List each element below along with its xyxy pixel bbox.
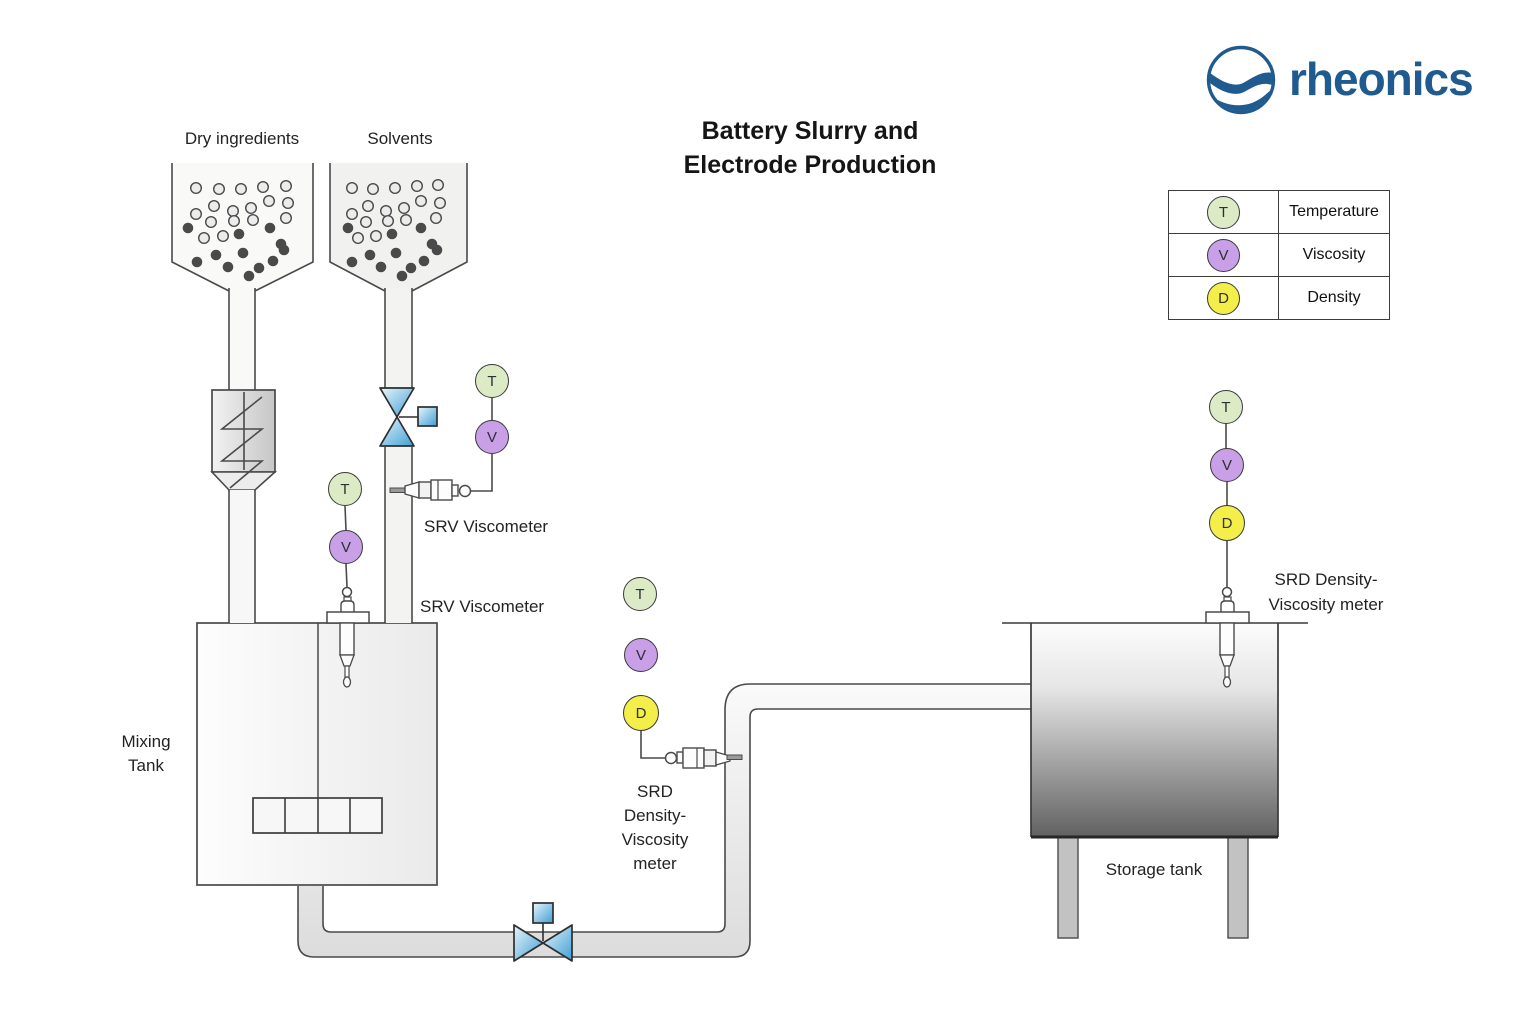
legend-label: Temperature	[1289, 203, 1379, 220]
mixing-tank-label: Mixing Tank	[121, 732, 171, 775]
srd-inline-sensor-icon	[640, 730, 743, 769]
density-badge-icon: D	[623, 695, 659, 731]
srd-tank-sensor-icon	[1205, 424, 1250, 688]
legend-table: T Temperature V Viscosity D Density	[1168, 190, 1390, 320]
solvents-hopper	[329, 163, 468, 623]
rheonics-logo-icon	[1206, 45, 1276, 115]
solvent-valve-icon	[379, 387, 438, 447]
tank-leg	[1227, 836, 1249, 939]
density-badge-icon: D	[1209, 505, 1245, 541]
mixing-tank	[196, 622, 438, 886]
screw-feeder	[210, 389, 278, 623]
srv-inline-sensor-icon	[389, 398, 493, 501]
drain-valve-icon	[513, 902, 573, 962]
legend-label: Density	[1307, 289, 1361, 306]
dry-particles	[182, 179, 295, 282]
legend-label: Viscosity	[1302, 246, 1366, 263]
srv-tank-sensor-icon	[326, 505, 370, 688]
transfer-pipe	[297, 683, 1031, 958]
legend-row-density: D Density	[1169, 276, 1389, 319]
legend-row-temperature: T Temperature	[1169, 191, 1389, 233]
density-symbol-icon: D	[1207, 281, 1240, 315]
solvent-particles	[342, 178, 447, 282]
srv-viscometer-tank-label: SRV Viscometer	[420, 597, 545, 616]
viscosity-badge-icon: V	[624, 638, 658, 672]
legend-row-viscosity: V Viscosity	[1169, 233, 1389, 276]
viscosity-badge-icon: V	[475, 420, 509, 454]
srd-center-label: SRD Density- Viscosity meter	[621, 782, 689, 873]
screw-auger-icon	[219, 392, 265, 489]
temperature-badge-icon: T	[328, 472, 362, 506]
solvents-label: Solvents	[367, 129, 433, 148]
valve-actuator-icon	[417, 406, 438, 427]
viscosity-badge-icon: V	[1210, 448, 1244, 482]
temperature-badge-icon: T	[623, 577, 657, 611]
viscosity-badge-icon: V	[329, 530, 363, 564]
agitator	[252, 623, 383, 834]
storage-tank	[1002, 622, 1308, 939]
temperature-symbol-icon: T	[1207, 195, 1240, 229]
tank-leg	[1057, 836, 1079, 939]
valve-actuator-icon	[532, 902, 554, 924]
temperature-badge-icon: T	[475, 364, 509, 398]
temperature-badge-icon: T	[1209, 390, 1243, 424]
srd-right-label: SRD Density- Viscosity meter	[1268, 570, 1384, 614]
dry-ingredients-hopper	[171, 163, 314, 390]
srv-viscometer-inline-label: SRV Viscometer	[424, 517, 549, 536]
viscosity-symbol-icon: V	[1207, 238, 1240, 272]
storage-tank-label: Storage tank	[1105, 860, 1203, 879]
dry-ingredients-label: Dry ingredients	[184, 129, 300, 148]
page-title: Battery Slurry and Electrode Production	[683, 117, 937, 179]
brand-name: rheonics	[1289, 53, 1474, 105]
